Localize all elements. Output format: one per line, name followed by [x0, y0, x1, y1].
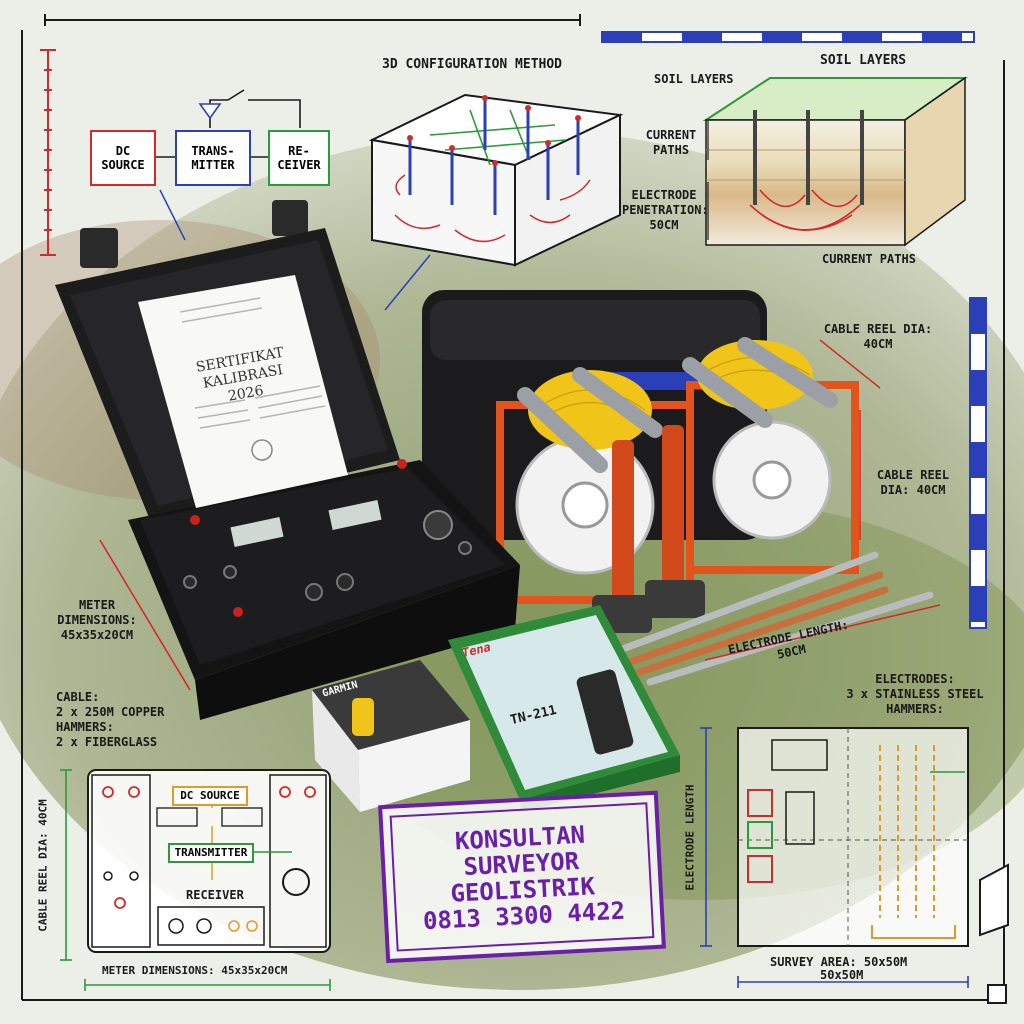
config-arrow — [384, 254, 431, 311]
cable-reel-dim-top — [819, 339, 881, 389]
panel-dc-source-box: DC SOURCE — [172, 786, 248, 806]
cable-hammers-callout: CABLE: 2 x 250M COPPER HAMMERS: 2 x FIBE… — [56, 690, 165, 749]
blue-ruler-right — [969, 297, 987, 629]
electrodes — [616, 551, 934, 686]
cable-reel-top-callout: CABLE REEL DIA: 40CM — [823, 322, 933, 351]
stamp-frame — [378, 790, 666, 964]
red-ruler-left — [40, 49, 56, 256]
consultant-stamp: KONSULTAN SURVEYOR GEOLISTRIK 0813 3300 … — [384, 795, 659, 959]
panel-receiver-label: RECEIVER — [186, 888, 244, 902]
config-3d-title: 3D CONFIGURATION METHOD — [382, 57, 563, 72]
survey-electrode-length: ELECTRODE LENGTH — [683, 784, 697, 891]
current-paths-label: CURRENT PATHS — [645, 128, 697, 157]
blue-ruler-top — [601, 31, 975, 43]
survey-area-sketch — [700, 727, 1009, 1004]
config-3d-diagram — [368, 93, 624, 267]
receiver-box: RE- CEIVER — [268, 130, 330, 186]
electrodes-callout: ELECTRODES: 3 x STAINLESS STEEL HAMMERS: — [846, 672, 984, 716]
block-diagram-wires — [155, 89, 301, 158]
transmitter-box: TRANS- MITTER — [175, 130, 251, 186]
block-arrow — [159, 189, 186, 241]
frame-lines — [21, 14, 1005, 1001]
meter-dimensions-callout: METER DIMENSIONS: 45x35x20CM — [57, 598, 137, 642]
current-paths-bottom-label: CURRENT PATHS — [822, 252, 916, 266]
electrode-dim-line — [704, 604, 941, 661]
meter-dimension-line — [99, 539, 191, 691]
soil-layers-label: SOIL LAYERS — [654, 72, 734, 86]
panel-transmitter-box: TRANSMITTER — [168, 843, 254, 863]
survey-area-dims: 50x50M — [820, 968, 864, 982]
dc-source-box: DC SOURCE — [90, 130, 156, 186]
survey-area-label: SURVEY AREA: 50x50M — [770, 955, 908, 969]
gps-box — [312, 660, 470, 812]
cable-reel-side-callout: CABLE REEL DIA: 40CM — [876, 468, 950, 497]
meter-dimensions-bottom: METER DIMENSIONS: 45x35x20CM — [102, 964, 288, 977]
soil-layers-title: SOIL LAYERS — [820, 53, 907, 68]
fiberglass-hammers — [592, 425, 705, 633]
cable-reel-dia-vertical: CABLE REEL DIA: 40CM — [36, 799, 50, 932]
electrode-penetration-label: ELECTRODE PENETRATION: 50CM — [622, 188, 709, 232]
calibration-certificate-sheet — [138, 275, 348, 508]
soil-layers-diagram — [702, 76, 969, 247]
dimension-lines — [60, 769, 331, 991]
